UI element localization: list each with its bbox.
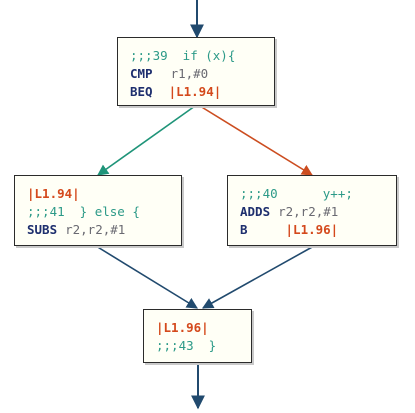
false-branch-arrow xyxy=(199,105,313,176)
label-l1-94: |L1.94| xyxy=(27,186,80,201)
source-comment-line-39: ;;;39 if (x){ xyxy=(130,48,236,63)
subs-operands: r2,r2,#1 xyxy=(65,222,126,237)
source-comment-line-43: ;;;43 } xyxy=(156,338,217,353)
block-if-body: ;;;40 y++; ADDS r2,r2,#1 B |L1.96| xyxy=(227,175,397,246)
source-comment-line-41: ;;;41 } else { xyxy=(27,204,140,219)
adds-operands: r2,r2,#1 xyxy=(278,204,339,219)
source-comment-line-40: ;;;40 y++; xyxy=(240,186,353,201)
block-merge: |L1.96| ;;;43 } xyxy=(143,309,252,363)
cmp-operands: r1,#0 xyxy=(170,66,209,81)
block-if-compare: ;;;39 if (x){ CMP r1,#0 BEQ |L1.94| xyxy=(117,37,275,106)
cmp-mnemonic: CMP xyxy=(130,66,153,81)
beq-mnemonic: BEQ xyxy=(130,84,153,99)
label-l1-96: |L1.96| xyxy=(156,320,209,335)
left-merge-arrow xyxy=(95,245,198,309)
b-target-label: |L1.96| xyxy=(285,222,339,237)
adds-mnemonic: ADDS xyxy=(240,204,271,219)
beq-target-label: |L1.94| xyxy=(168,84,222,99)
subs-mnemonic: SUBS xyxy=(27,222,58,237)
right-merge-arrow xyxy=(202,245,315,309)
b-mnemonic: B xyxy=(240,222,248,237)
true-branch-arrow xyxy=(97,105,196,176)
block-else-branch: |L1.94| ;;;41 } else { SUBS r2,r2,#1 xyxy=(14,175,182,246)
